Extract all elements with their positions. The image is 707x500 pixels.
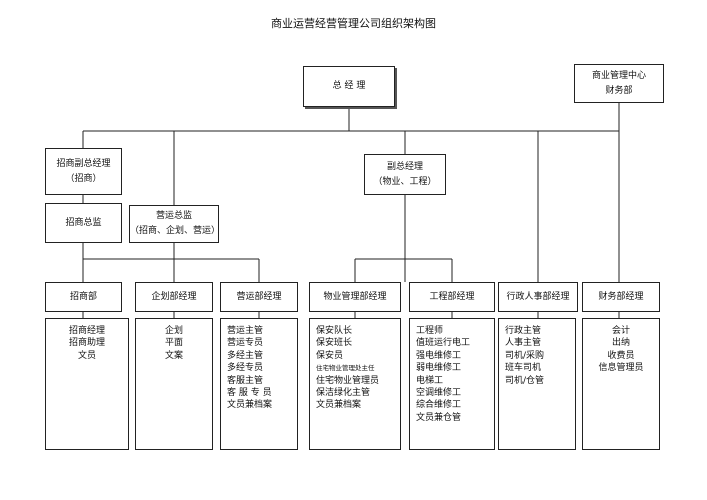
commercial-center-box: 商业管理中心 财务部 bbox=[574, 64, 664, 103]
staff-item: 强电维修工 bbox=[416, 350, 462, 361]
dept-header-property: 物业管理部经理 bbox=[309, 282, 401, 312]
dept-header-invest: 招商部 bbox=[45, 282, 122, 312]
staff-item: 营运主管 bbox=[227, 326, 264, 336]
dept-header-engineering: 工程部经理 bbox=[409, 282, 495, 312]
staff-item: 保安班长 bbox=[316, 338, 353, 349]
ops-director-line2: （招商、企划、营运） bbox=[130, 226, 221, 236]
vice-gm-box: 副总经理 （物业、工程） bbox=[364, 154, 446, 195]
staff-item: 招商经理 bbox=[68, 326, 105, 336]
staff-item: 行政主管 bbox=[505, 326, 542, 336]
ops-director-line1: 营运总监 bbox=[155, 211, 192, 221]
staff-item: 平面 bbox=[164, 338, 183, 349]
staff-item: 信息管理员 bbox=[598, 363, 644, 374]
chart-title: 商业运营经营管理公司组织架构图 bbox=[271, 17, 436, 30]
staff-item: 收费员 bbox=[607, 350, 635, 361]
staff-item: 弱电维修工 bbox=[416, 363, 462, 374]
staff-list-property: 保安队长 保安班长 保安员 住宅物业管理处主任 住宅物业管理员 保洁绿化主管 文… bbox=[309, 318, 401, 450]
staff-item: 住宅物业管理员 bbox=[316, 375, 380, 386]
dept-name: 物业管理部经理 bbox=[323, 291, 387, 302]
staff-item: 保安员 bbox=[316, 350, 344, 361]
vice-gm-line1: 副总经理 bbox=[386, 161, 423, 172]
staff-list-admin-hr: 行政主管 人事主管 司机/采购 班车司机 司机/仓管 bbox=[498, 318, 576, 450]
vice-gm-line2: （物业、工程） bbox=[373, 176, 437, 187]
staff-item: 住宅物业管理处主任 bbox=[316, 364, 375, 373]
staff-item: 出纳 bbox=[611, 338, 630, 349]
staff-item: 多经专员 bbox=[227, 363, 264, 374]
staff-item: 招商助理 bbox=[68, 338, 105, 349]
dept-header-admin-hr: 行政人事部经理 bbox=[498, 282, 578, 312]
dept-header-operations: 营运部经理 bbox=[220, 282, 298, 312]
staff-item: 文员兼档案 bbox=[316, 400, 362, 411]
staff-item: 保安队长 bbox=[316, 326, 353, 336]
staff-item: 客 服 专 员 bbox=[227, 388, 272, 399]
staff-item: 值班运行电工 bbox=[416, 338, 471, 349]
staff-item: 空调维修工 bbox=[416, 388, 462, 399]
invest-director-label: 招商总监 bbox=[65, 217, 102, 228]
staff-list-finance: 会计 出纳 收费员 信息管理员 bbox=[582, 318, 660, 450]
staff-item: 保洁绿化主管 bbox=[316, 388, 371, 399]
general-manager-label: 总 经 理 bbox=[332, 81, 366, 91]
staff-item: 文员兼档案 bbox=[227, 400, 273, 411]
staff-list-invest: 招商经理 招商助理 文员 bbox=[45, 318, 129, 450]
ops-director-box: 营运总监 （招商、企划、营运） bbox=[129, 205, 221, 243]
staff-item: 工程师 bbox=[416, 326, 444, 336]
dept-name: 招商部 bbox=[69, 291, 97, 302]
staff-item: 客服主管 bbox=[227, 375, 264, 386]
commercial-center-line1: 商业管理中心 bbox=[591, 70, 646, 81]
dept-name: 企划部经理 bbox=[151, 291, 197, 302]
staff-item: 营运专员 bbox=[227, 338, 264, 349]
general-manager-box: 总 经 理 bbox=[303, 66, 395, 107]
invest-vp-line2: （招商） bbox=[65, 173, 102, 184]
staff-item: 人事主管 bbox=[505, 338, 542, 349]
staff-item: 文案 bbox=[164, 350, 183, 361]
staff-item: 多经主管 bbox=[227, 350, 264, 361]
staff-list-engineering: 工程师 值班运行电工 强电维修工 弱电维修工 电梯工 空调维修工 综合维修工 文… bbox=[409, 318, 495, 450]
dept-header-finance: 财务部经理 bbox=[582, 282, 660, 312]
commercial-center-line2: 财务部 bbox=[605, 85, 633, 96]
staff-item: 班车司机 bbox=[505, 363, 542, 374]
dept-name: 营运部经理 bbox=[236, 291, 282, 302]
staff-item: 会计 bbox=[611, 326, 630, 336]
staff-item: 司机/采购 bbox=[505, 350, 545, 361]
staff-item: 文员兼仓管 bbox=[416, 412, 462, 423]
staff-list-operations: 营运主管 营运专员 多经主管 多经专员 客服主管 客 服 专 员 文员兼档案 bbox=[220, 318, 298, 450]
dept-header-planning: 企划部经理 bbox=[135, 282, 213, 312]
dept-name: 财务部经理 bbox=[598, 291, 644, 302]
staff-item: 企划 bbox=[164, 326, 183, 336]
staff-list-planning: 企划 平面 文案 bbox=[135, 318, 213, 450]
dept-name: 行政人事部经理 bbox=[506, 291, 570, 302]
invest-vp-line1: 招商副总经理 bbox=[56, 158, 111, 169]
dept-name: 工程部经理 bbox=[429, 291, 475, 302]
staff-item: 电梯工 bbox=[416, 375, 444, 386]
staff-item: 综合维修工 bbox=[416, 400, 462, 411]
staff-item: 司机/仓管 bbox=[505, 375, 545, 386]
staff-item: 文员 bbox=[77, 350, 96, 361]
invest-vp-box: 招商副总经理 （招商） bbox=[45, 148, 122, 195]
invest-director-box: 招商总监 bbox=[45, 203, 122, 243]
